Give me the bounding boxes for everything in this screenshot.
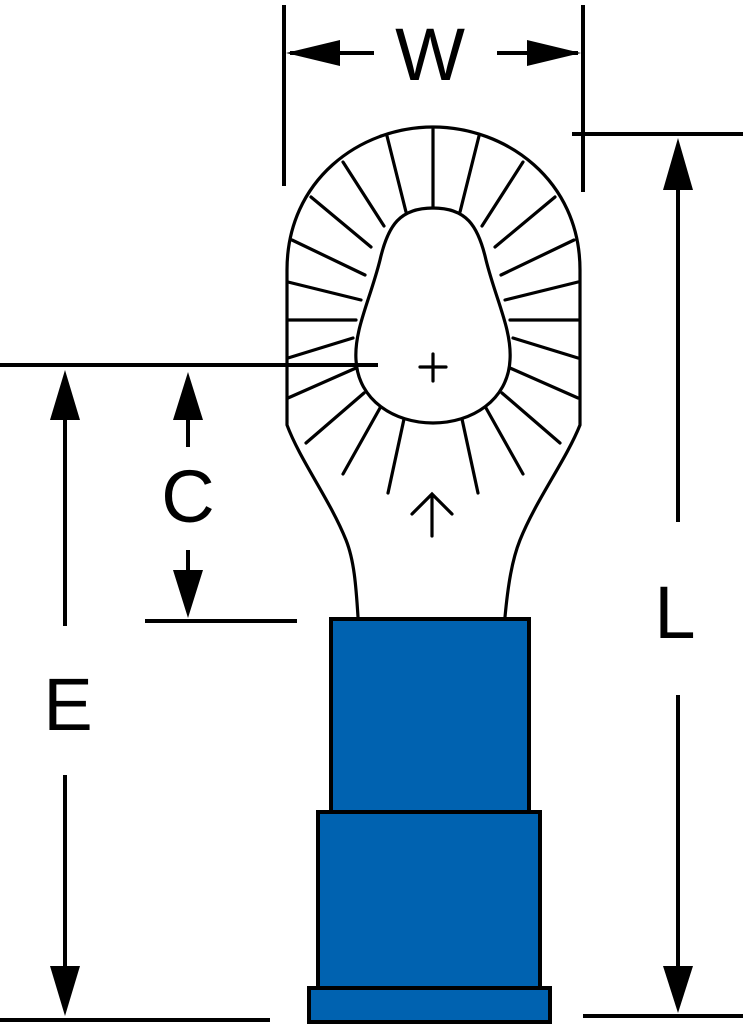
l-arrowhead-down-icon [663, 966, 693, 1013]
insertion-direction-arrow-icon [410, 491, 454, 538]
w-arrowhead-left-icon [286, 40, 340, 66]
e-arrowhead-up-icon [50, 370, 80, 420]
ring-tongue [285, 125, 582, 619]
barrel-lower-sleeve [316, 810, 542, 990]
dimension-w: W [282, 5, 585, 192]
l-arrowhead-up-icon [663, 138, 693, 190]
e-arrowhead-down-icon [50, 966, 80, 1016]
c-arrowhead-up-icon [173, 372, 203, 420]
dimension-label-e: E [43, 663, 92, 746]
stud-hole [354, 206, 512, 425]
barrel-upper-sleeve [329, 617, 531, 814]
ring-outer-outline [285, 125, 582, 619]
ring-serrations [286, 127, 580, 495]
dimension-l: L [572, 132, 743, 1018]
c-arrowhead-down-icon [173, 570, 203, 618]
dimension-c: C [145, 372, 297, 623]
dimension-e: E [0, 370, 270, 1022]
dimension-label-c: C [161, 455, 214, 538]
stud-hole-center-mark-icon [418, 352, 448, 383]
dimension-label-w: W [395, 13, 465, 96]
w-arrowhead-right-icon [527, 40, 581, 66]
barrel-end-flange [307, 986, 552, 1024]
dimension-label-l: L [654, 571, 695, 654]
insulated-barrel [307, 617, 552, 1024]
